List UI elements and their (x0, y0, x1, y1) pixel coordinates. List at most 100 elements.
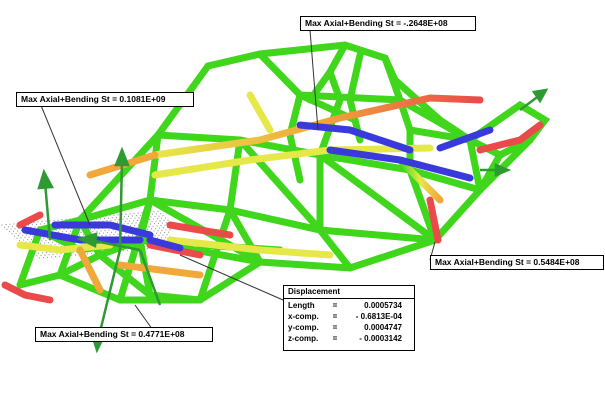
mesh-dot (160, 237, 163, 239)
mesh-dot (46, 256, 49, 258)
mesh-dot (153, 230, 155, 232)
mesh-dot (137, 212, 139, 214)
mesh-dot (155, 213, 158, 215)
mesh-dot (157, 210, 159, 212)
mesh-dot (100, 230, 102, 232)
mesh-dot (129, 213, 131, 215)
displacement-row-x: x-comp. = - 0.6813E-04 (288, 312, 402, 321)
mesh-dot (80, 232, 82, 234)
mesh-dot (116, 221, 119, 223)
mesh-dot (156, 225, 158, 227)
mesh-dot (61, 219, 63, 221)
mesh-dot (18, 239, 21, 241)
mesh-dot (13, 235, 16, 237)
mesh-dot (123, 223, 125, 225)
mesh-dot (124, 220, 127, 223)
mesh-dot (125, 213, 127, 215)
mesh-dot (150, 228, 153, 230)
mesh-dot (148, 218, 151, 220)
mesh-dot (20, 237, 22, 239)
mesh-dot (160, 225, 162, 227)
mesh-dot (134, 217, 136, 219)
mesh-dot (11, 233, 13, 235)
callout-leaders (39, 29, 436, 334)
mesh-dot (148, 226, 150, 228)
callout-stress-right: Max Axial+Bending St = 0.5484E+08 (430, 255, 604, 270)
mesh-dot (107, 217, 110, 219)
mesh-dot (17, 235, 20, 237)
mesh-dot (51, 241, 54, 243)
callout-stress-bottom: Max Axial+Bending St = 0.4771E+08 (35, 327, 213, 342)
mesh-dot (130, 217, 132, 220)
mesh-dot (3, 226, 6, 228)
mesh-dot (57, 219, 59, 221)
mesh-dot (15, 232, 17, 235)
mesh-dot (57, 231, 60, 233)
mesh-dot (158, 227, 161, 229)
mesh-dot (154, 227, 157, 230)
mesh-dot (151, 213, 154, 215)
mesh-dot (19, 232, 21, 234)
mesh-dot (127, 223, 129, 225)
mesh-dot (45, 251, 48, 254)
mesh-dot (169, 229, 171, 231)
mesh-dot (128, 220, 131, 222)
mesh-dot (109, 234, 111, 236)
mesh-dot (131, 215, 134, 217)
mesh-dot (53, 219, 55, 222)
mesh-dot (136, 219, 139, 221)
mesh-dot (166, 234, 168, 236)
mesh-dot (50, 256, 53, 258)
mesh-dot (54, 243, 56, 246)
mesh-dot (135, 215, 138, 217)
mesh-dot (39, 242, 42, 244)
mesh-dot (72, 252, 74, 254)
mesh-dot (162, 215, 164, 217)
mesh-dot (90, 252, 93, 255)
mesh-dot (42, 257, 45, 259)
mesh-dot (153, 223, 156, 225)
mesh-dot (160, 217, 163, 219)
mesh-dot (21, 234, 24, 236)
mesh-dot (129, 225, 132, 227)
mesh-dot (125, 232, 127, 235)
mesh-dot (167, 219, 169, 221)
mesh-dot (40, 254, 42, 257)
mesh-dot (98, 232, 101, 234)
mesh-dot (39, 223, 42, 225)
mesh-dot (37, 221, 39, 223)
mesh-dot (157, 230, 159, 232)
mesh-dot (167, 231, 170, 233)
mesh-dot (133, 212, 135, 215)
mesh-dot (36, 255, 38, 257)
mesh-dot (112, 229, 114, 231)
callout-stress-left: Max Axial+Bending St = 0.1081E+09 (16, 92, 194, 107)
mesh-dot (118, 219, 120, 221)
mesh-dot (162, 227, 165, 229)
mesh-dot (121, 233, 123, 235)
mesh-dot (30, 238, 33, 240)
frame-tubes-red (1, 121, 544, 304)
mesh-dot (122, 250, 125, 252)
mesh-dot (127, 215, 130, 217)
mesh-dot (56, 253, 58, 255)
mesh-dot (165, 229, 167, 231)
mesh-dot (159, 220, 161, 222)
mesh-dot (117, 214, 119, 216)
load-arrows (37, 88, 549, 354)
mesh-dot (48, 254, 50, 256)
mesh-dot (135, 222, 137, 224)
mesh-dot (7, 226, 10, 228)
mesh-dot (61, 231, 64, 233)
mesh-dot (115, 216, 118, 218)
mesh-dot (153, 211, 155, 213)
mesh-dot (10, 228, 12, 230)
mesh-dot (74, 254, 77, 256)
mesh-dot (103, 217, 106, 220)
mesh-dot (93, 228, 96, 230)
mesh-dot (117, 233, 119, 235)
mesh-dot (150, 216, 152, 218)
mesh-dot (97, 235, 99, 237)
mesh-dot (163, 219, 165, 222)
